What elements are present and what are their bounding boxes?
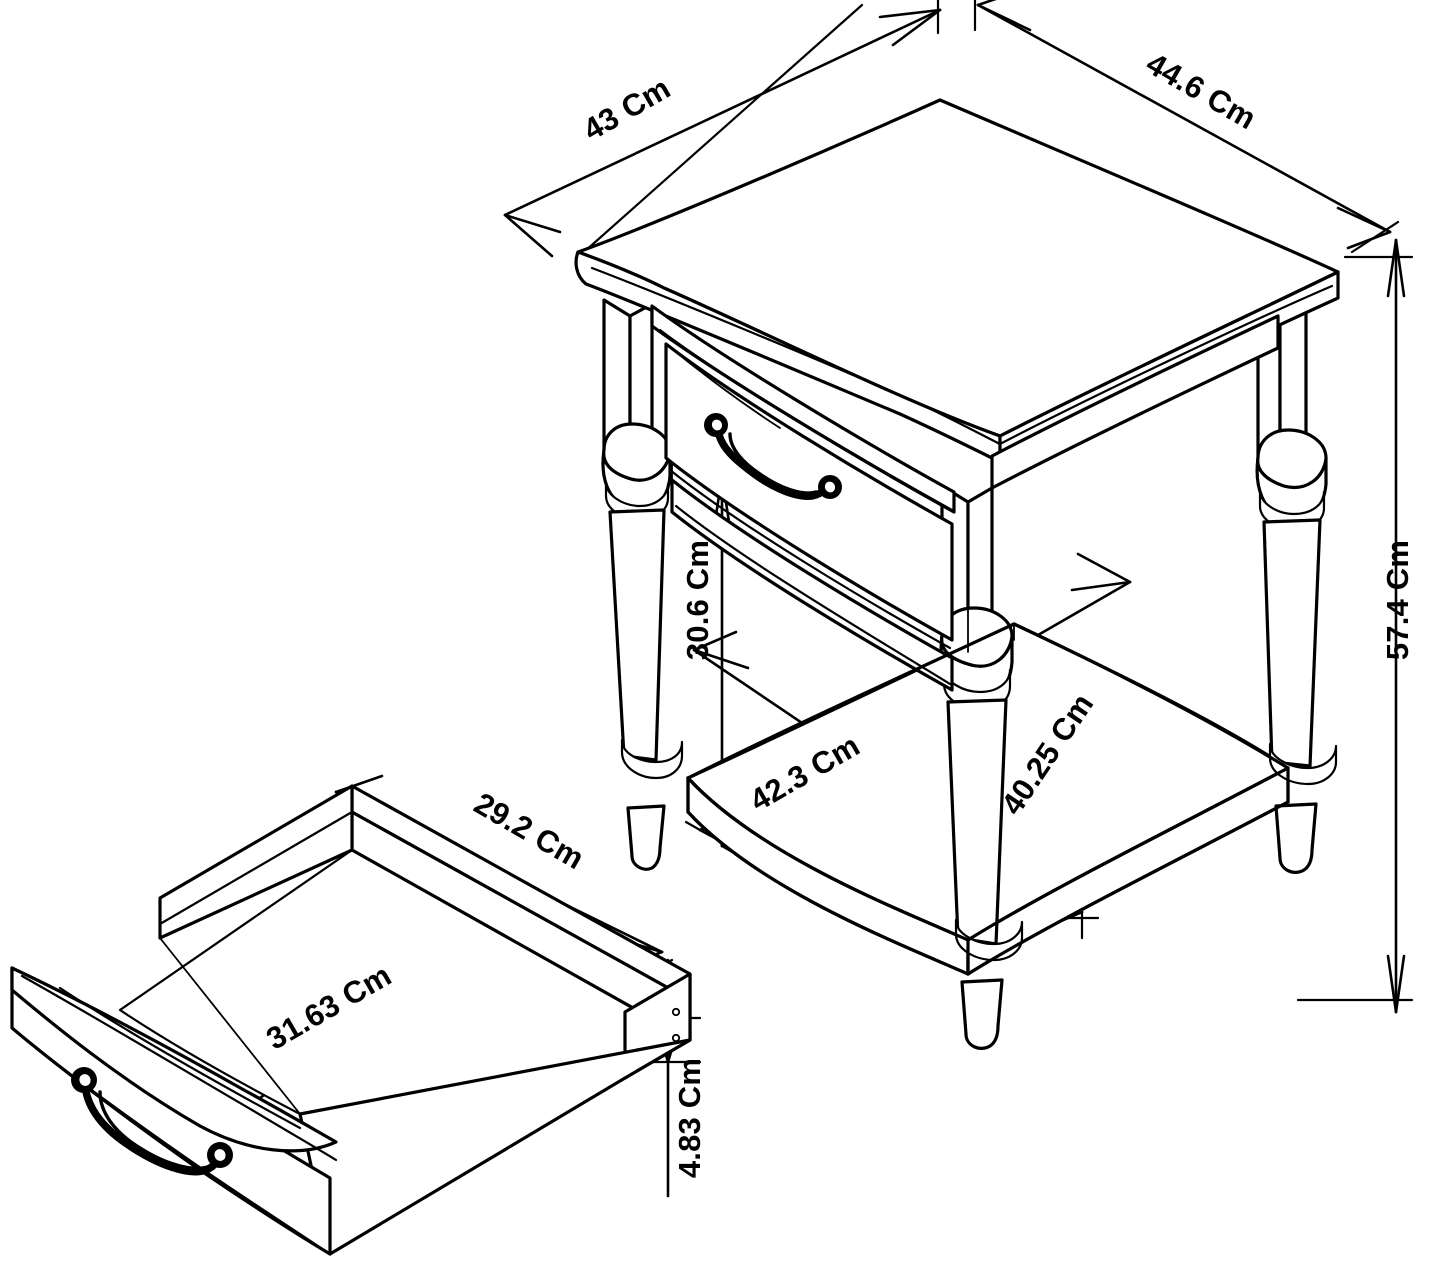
dim-label-top-width: 43 Cm bbox=[577, 70, 676, 147]
bedside-table-assembly bbox=[574, 98, 1340, 1050]
dim-top-width bbox=[503, 0, 942, 258]
screw-hole-upper bbox=[671, 1007, 681, 1017]
shelf-front-overlay bbox=[686, 622, 1290, 976]
side-apron-right bbox=[967, 314, 1280, 653]
leg-center-front bbox=[939, 484, 1024, 1050]
drawer-handle-table bbox=[704, 413, 842, 500]
dim-label-overall-height: 57.4 Cm bbox=[1380, 540, 1415, 660]
leg-left-front bbox=[601, 298, 684, 871]
dim-label-top-depth: 44.6 Cm bbox=[1140, 46, 1262, 136]
dim-top-depth bbox=[973, 0, 1400, 254]
dim-label-drawer-clearance: 30.6 Cm bbox=[680, 540, 715, 660]
dim-overall-height bbox=[1296, 238, 1414, 1014]
dim-label-drawer-height: 4.83 Cm bbox=[672, 1058, 707, 1178]
drawer-front-panel bbox=[650, 304, 956, 692]
drawer-front-curved bbox=[10, 966, 338, 1256]
drawer-handle-box bbox=[71, 1067, 233, 1176]
drawer-box-assembly bbox=[10, 784, 692, 1256]
drawer-left-panel bbox=[158, 784, 354, 940]
